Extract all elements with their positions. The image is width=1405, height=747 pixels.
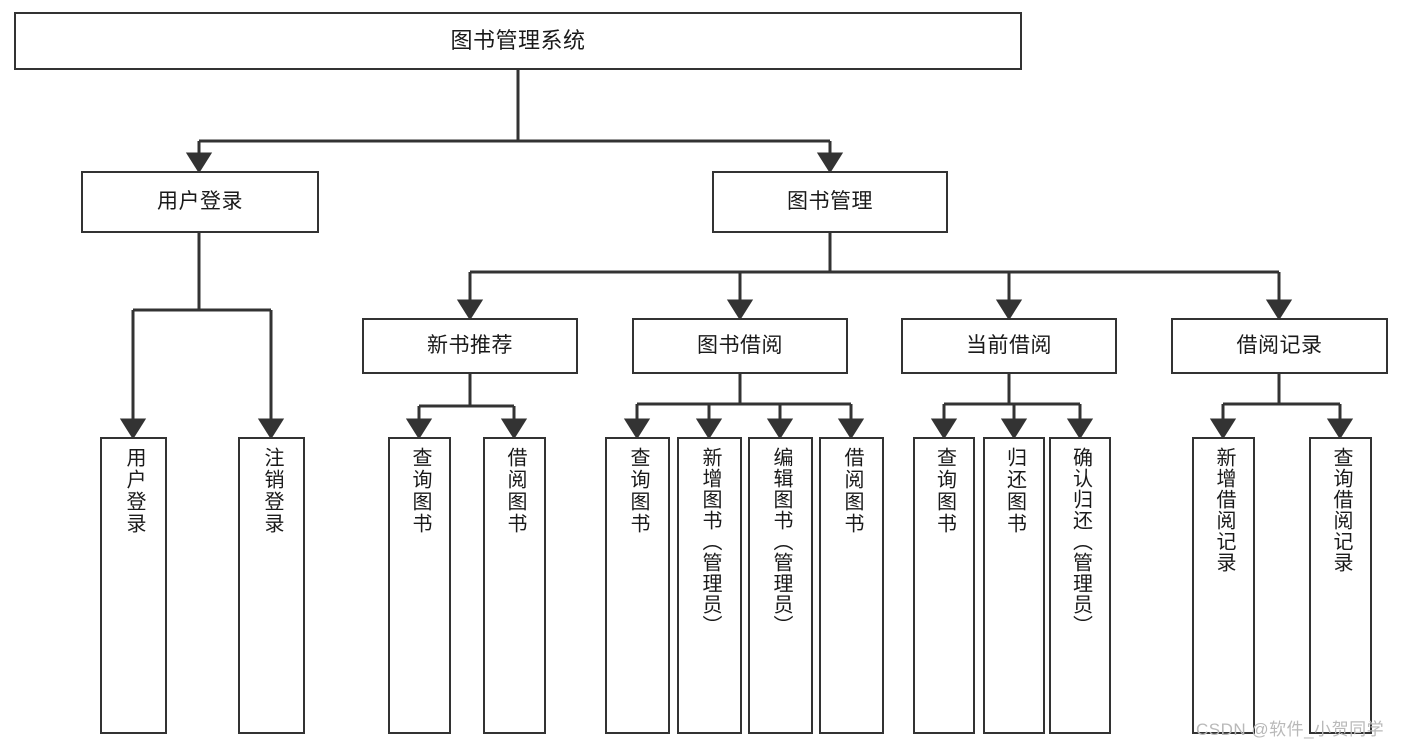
node-book-borrow[interactable]: 图书借阅 bbox=[632, 318, 848, 374]
node-leaf-edit-book[interactable]: 编辑图书（管理员） bbox=[748, 437, 813, 734]
node-book-borrow-label: 图书借阅 bbox=[697, 333, 783, 357]
node-leaf-confirm-return[interactable]: 确认归还（管理员） bbox=[1049, 437, 1111, 734]
node-leaf-query-book-cur-label: 查询图书 bbox=[933, 447, 956, 535]
node-new-book-recommend[interactable]: 新书推荐 bbox=[362, 318, 578, 374]
node-borrow-record-label: 借阅记录 bbox=[1236, 333, 1323, 357]
node-book-manage[interactable]: 图书管理 bbox=[712, 171, 948, 233]
node-leaf-query-borrow-record[interactable]: 查询借阅记录 bbox=[1309, 437, 1372, 734]
node-leaf-query-borrow-record-label: 查询借阅记录 bbox=[1330, 447, 1352, 573]
node-current-borrow-label: 当前借阅 bbox=[966, 333, 1052, 357]
node-book-manage-label: 图书管理 bbox=[787, 189, 873, 213]
node-leaf-query-book-borrow[interactable]: 查询图书 bbox=[605, 437, 670, 734]
node-leaf-add-book-label: 新增图书（管理员） bbox=[699, 447, 721, 636]
node-leaf-query-book-rec[interactable]: 查询图书 bbox=[388, 437, 451, 734]
node-leaf-confirm-return-label: 确认归还（管理员） bbox=[1069, 447, 1092, 636]
node-leaf-return-book-label: 归还图书 bbox=[1003, 447, 1026, 535]
node-leaf-user-login[interactable]: 用户登录 bbox=[100, 437, 167, 734]
node-leaf-add-book[interactable]: 新增图书（管理员） bbox=[677, 437, 742, 734]
node-leaf-user-logout[interactable]: 注销登录 bbox=[238, 437, 305, 734]
node-leaf-user-login-label: 用户登录 bbox=[123, 447, 145, 535]
node-leaf-add-borrow-record-label: 新增借阅记录 bbox=[1213, 447, 1235, 573]
node-new-book-recommend-label: 新书推荐 bbox=[427, 333, 513, 357]
node-leaf-borrow-book-rec-label: 借阅图书 bbox=[504, 447, 526, 535]
node-leaf-add-borrow-record[interactable]: 新增借阅记录 bbox=[1192, 437, 1255, 734]
node-leaf-query-book-borrow-label: 查询图书 bbox=[627, 447, 649, 535]
node-leaf-query-book-rec-label: 查询图书 bbox=[409, 447, 431, 535]
node-leaf-user-logout-label: 注销登录 bbox=[261, 447, 283, 535]
node-borrow-record[interactable]: 借阅记录 bbox=[1171, 318, 1388, 374]
node-leaf-query-book-cur[interactable]: 查询图书 bbox=[913, 437, 975, 734]
node-leaf-borrow-book[interactable]: 借阅图书 bbox=[819, 437, 884, 734]
node-user-login[interactable]: 用户登录 bbox=[81, 171, 319, 233]
node-leaf-return-book[interactable]: 归还图书 bbox=[983, 437, 1045, 734]
node-root-label: 图书管理系统 bbox=[450, 28, 586, 54]
csdn-watermark: CSDN @软件_小贺同学 bbox=[1196, 720, 1385, 739]
node-current-borrow[interactable]: 当前借阅 bbox=[901, 318, 1117, 374]
node-leaf-edit-book-label: 编辑图书（管理员） bbox=[770, 447, 792, 636]
node-leaf-borrow-book-label: 借阅图书 bbox=[841, 447, 863, 535]
node-root[interactable]: 图书管理系统 bbox=[14, 12, 1022, 70]
node-leaf-borrow-book-rec[interactable]: 借阅图书 bbox=[483, 437, 546, 734]
node-user-login-label: 用户登录 bbox=[157, 189, 243, 213]
